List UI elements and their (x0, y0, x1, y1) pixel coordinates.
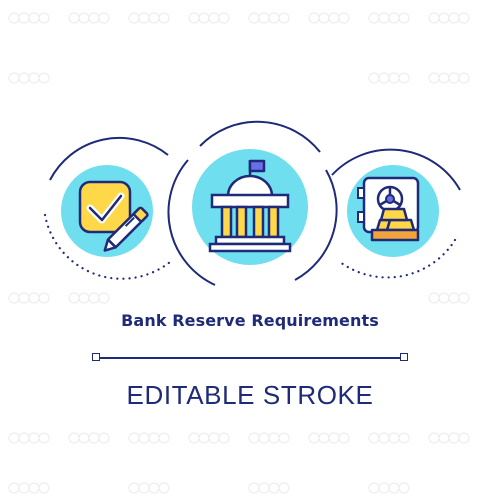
divider-line (98, 357, 402, 359)
right-icon-group (331, 148, 461, 279)
center-icon-group (167, 120, 338, 286)
title-divider (92, 353, 408, 363)
center-outer-arc-top (199, 120, 321, 153)
divider-endpoint-left (92, 353, 100, 361)
safe-gold-bars-icon (357, 176, 420, 242)
checkmark-pen-icon (78, 180, 149, 252)
bank-building-icon (208, 159, 292, 253)
center-outer-arc-right (294, 169, 338, 281)
right-outer-arc (331, 148, 461, 191)
editable-stroke-caption: EDITABLE STROKE (126, 380, 374, 410)
center-outer-arc-left (167, 159, 216, 286)
left-icon-group (43, 136, 172, 280)
concept-title: Bank Reserve Requirements (121, 311, 379, 330)
left-dotted-arc (43, 213, 172, 280)
divider-endpoint-right (400, 353, 408, 361)
left-outer-arc (49, 136, 169, 181)
